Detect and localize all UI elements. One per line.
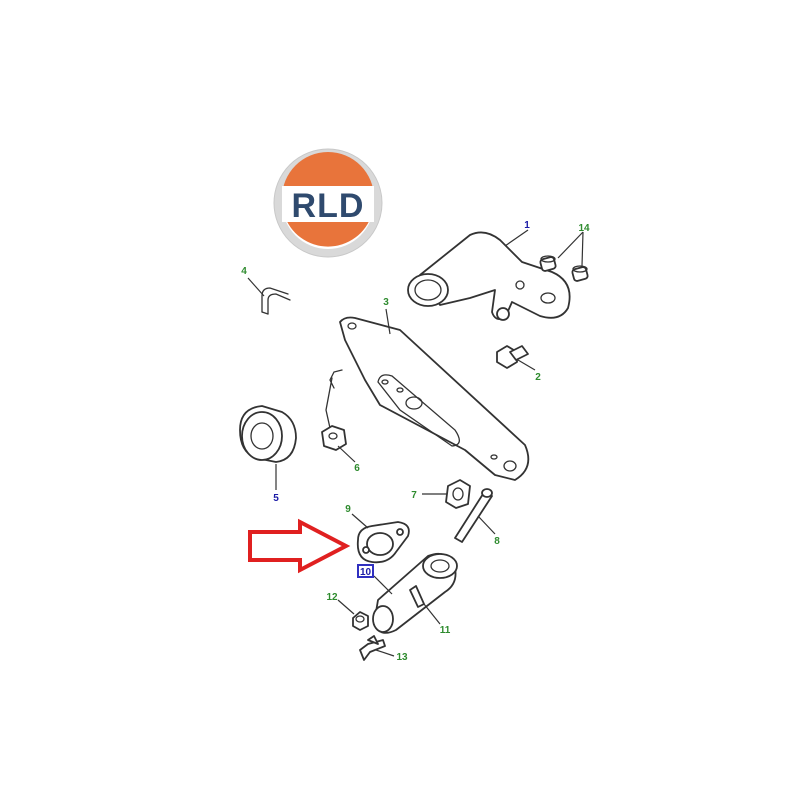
part-6-fork-pad: [321, 377, 347, 451]
part-1-pivot-shaft: [407, 231, 571, 321]
part-9-gasket: [356, 521, 410, 564]
part-7-bush: [445, 479, 471, 509]
part-3-release-fork: [329, 316, 530, 481]
callout-3: 3: [383, 297, 389, 308]
callout-5: 5: [273, 493, 279, 504]
part-2-bolt: [496, 345, 529, 369]
callout-13: 13: [396, 652, 408, 663]
part-11-slave-cylinder: [372, 552, 458, 634]
callout-7: 7: [411, 490, 417, 501]
callout-14: 14: [578, 223, 590, 234]
arrow-right-icon: [248, 518, 351, 574]
callout-1: 1: [524, 220, 530, 231]
callout-12: 12: [326, 592, 338, 603]
callout-10-highlight-box: [357, 564, 374, 578]
logo-text: RLD: [292, 187, 365, 225]
part-12-nut: [352, 611, 369, 631]
part-13-bleed-screw: [359, 635, 386, 661]
part-8-pushrod: [454, 488, 493, 543]
callout-11: 11: [440, 625, 451, 636]
part-14-bushings: [539, 255, 589, 282]
callout-2: 2: [535, 372, 541, 383]
callout-10: 10: [360, 567, 372, 578]
leader-lines: [247, 229, 584, 657]
callout-labels: 1 14 3 4 2 6 5 7 8 9 10 11 12 13: [241, 220, 590, 663]
part-5-release-bearing: [239, 405, 297, 463]
rld-logo: RLD: [273, 148, 383, 258]
callout-8: 8: [494, 536, 500, 547]
callout-4: 4: [241, 266, 247, 277]
part-4-clip: [261, 287, 291, 315]
callout-9: 9: [345, 504, 351, 515]
callout-6: 6: [354, 463, 360, 474]
